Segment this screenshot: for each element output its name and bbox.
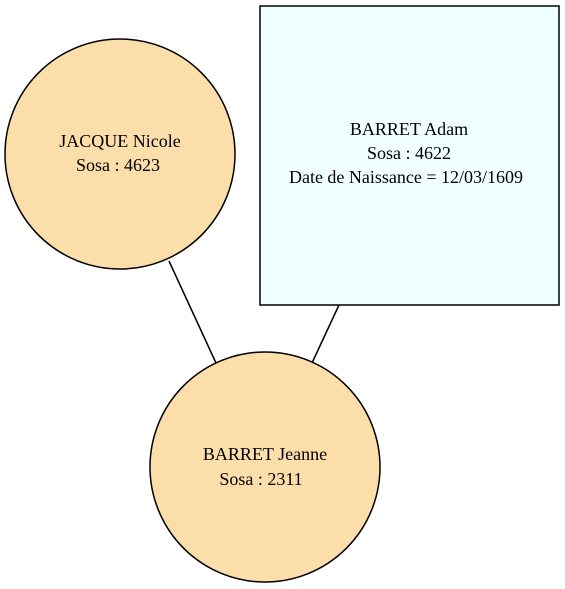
node-jacque-nicole[interactable]: JACQUE Nicole Sosa : 4623 bbox=[4, 38, 236, 270]
edge-nicole-jeanne bbox=[168, 260, 217, 364]
node-jacque-nicole-shape bbox=[4, 38, 236, 270]
edge-adam-jeanne bbox=[311, 304, 340, 364]
node-barret-jeanne-name: BARRET Jeanne bbox=[203, 444, 327, 464]
node-jacque-nicole-name: JACQUE Nicole bbox=[59, 131, 180, 151]
node-barret-adam-birth: Date de Naissance = 12/03/1609 bbox=[289, 167, 523, 187]
node-barret-adam[interactable]: BARRET Adam Sosa : 4622 Date de Naissanc… bbox=[259, 5, 560, 306]
node-barret-adam-sosa: Sosa : 4622 bbox=[367, 143, 451, 163]
node-barret-jeanne-sosa: Sosa : 2311 bbox=[219, 469, 302, 489]
node-jacque-nicole-sosa: Sosa : 4623 bbox=[76, 155, 160, 175]
node-barret-adam-name: BARRET Adam bbox=[350, 119, 468, 139]
node-barret-jeanne[interactable]: BARRET Jeanne Sosa : 2311 bbox=[149, 351, 381, 583]
node-barret-jeanne-shape bbox=[149, 351, 381, 583]
node-barret-adam-shape bbox=[259, 5, 560, 306]
